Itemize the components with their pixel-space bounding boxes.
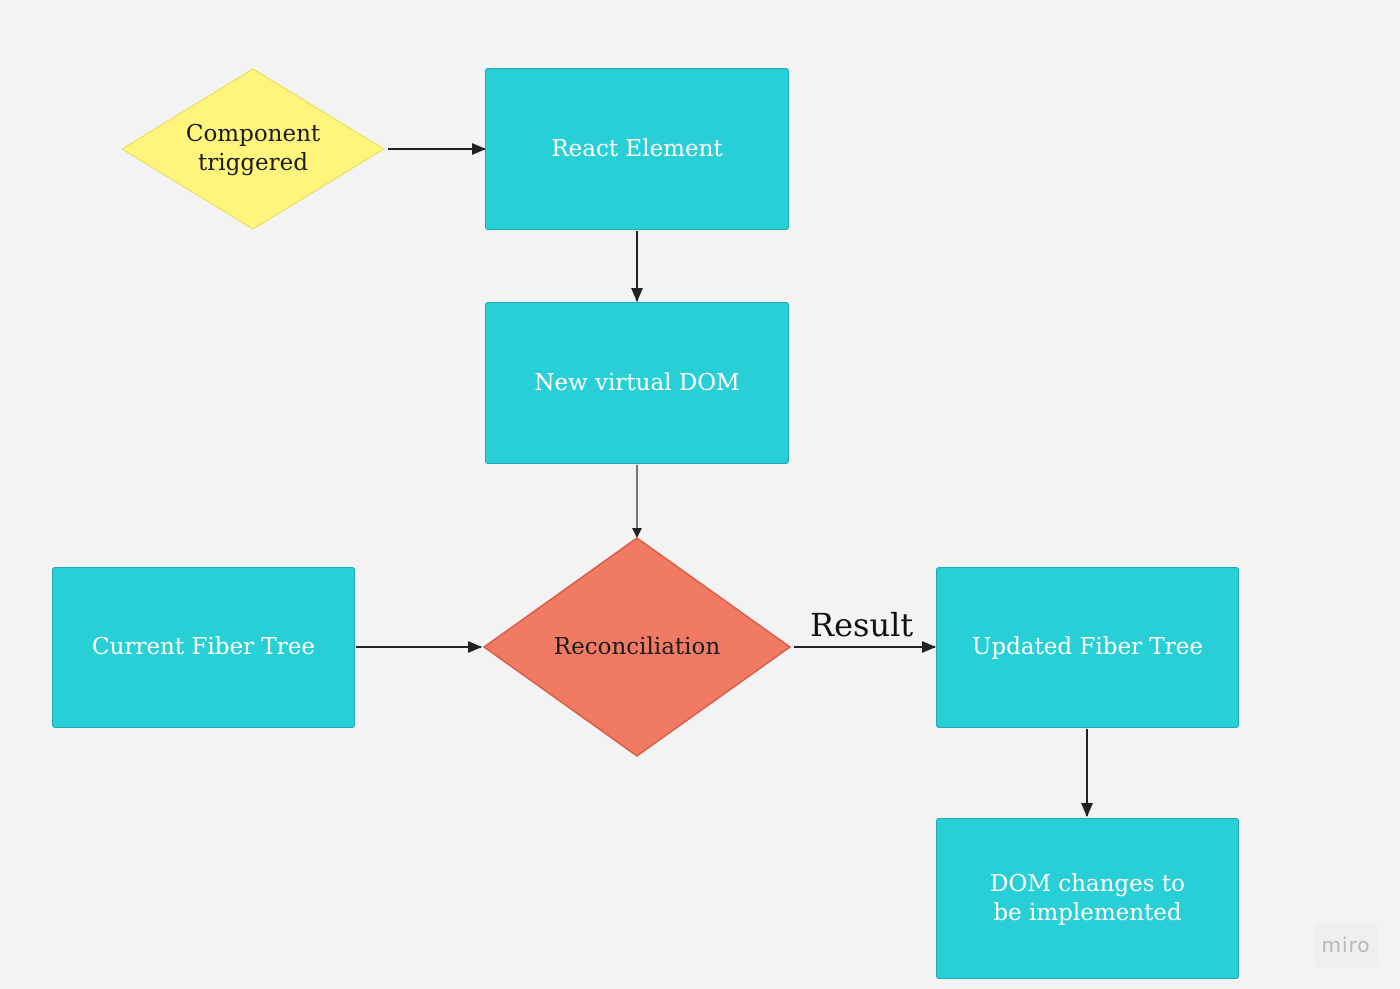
reconciliation-diamond [482, 537, 792, 757]
component-triggered-diamond [121, 68, 385, 230]
result-edge-label: Result [810, 606, 914, 644]
miro-watermark: miro [1314, 923, 1378, 967]
